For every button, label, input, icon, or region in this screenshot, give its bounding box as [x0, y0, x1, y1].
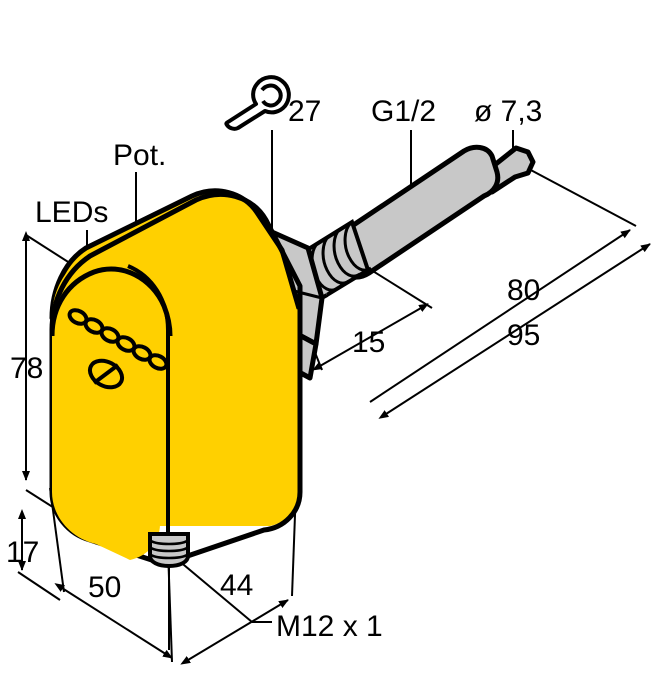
dim-text-78: 78 — [10, 352, 43, 385]
m12-connector — [148, 532, 190, 650]
label-pot: Pot. — [113, 139, 166, 172]
potentiometer-screw — [87, 358, 125, 390]
wrench-icon — [224, 75, 291, 131]
housing-front-panel — [52, 264, 170, 560]
dim-text-80: 80 — [507, 274, 540, 307]
led-6 — [147, 353, 169, 371]
dimension-17 — [17, 509, 61, 601]
led-indicators — [67, 308, 169, 371]
pot-screw-slot — [92, 363, 120, 385]
label-leds: LEDs — [35, 196, 108, 229]
dim-text-50: 50 — [88, 571, 121, 604]
dim-text-95: 95 — [507, 319, 540, 352]
label-tip-diameter: ø 7,3 — [474, 95, 542, 128]
label-wrench-size: 27 — [288, 95, 321, 128]
dim-text-15: 15 — [352, 326, 385, 359]
dim-text-17: 17 — [6, 536, 39, 569]
label-m12-connector: M12 x 1 — [276, 610, 383, 643]
dimension-95 — [378, 243, 651, 419]
label-thread: G1/2 — [371, 95, 436, 128]
dim-text-44: 44 — [220, 569, 253, 602]
housing-front-arc — [49, 266, 173, 337]
